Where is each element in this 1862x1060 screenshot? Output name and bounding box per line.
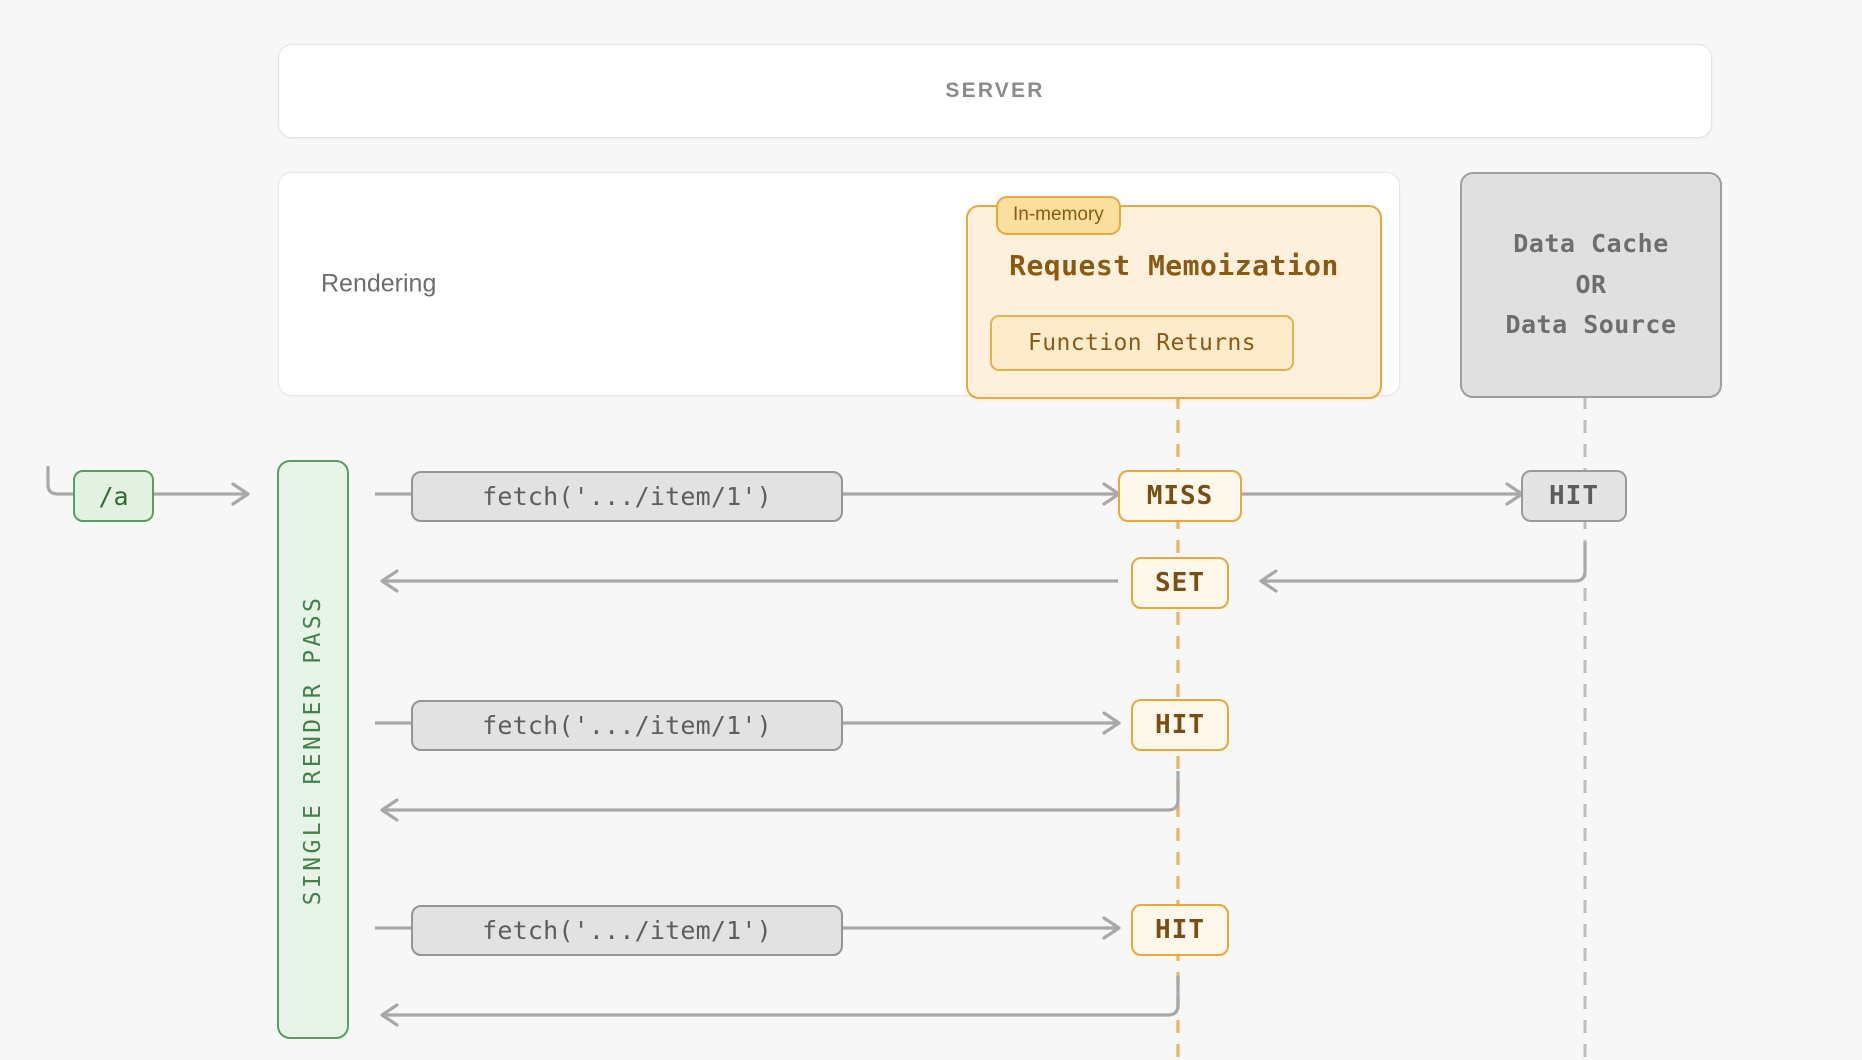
row1-arrowhead xyxy=(1102,482,1121,506)
row2-cache-return xyxy=(1262,542,1587,583)
in-memory-tag: In-memory xyxy=(996,196,1121,235)
entry-hook xyxy=(46,466,73,496)
row3-arrowhead xyxy=(1102,711,1121,735)
fetch-pill-row1: fetch('.../item/1') xyxy=(411,471,843,522)
data-cache-line1: Data Cache xyxy=(1513,229,1669,259)
rendering-label: Rendering xyxy=(321,269,437,298)
memo-status-row1-miss: MISS xyxy=(1118,470,1242,522)
data-cache-or-source-box: Data Cache OR Data Source xyxy=(1460,172,1722,398)
route-to-renderpass-arrowhead xyxy=(231,482,250,506)
row2-cache-return-arrowhead xyxy=(1259,569,1278,593)
memo-status-row3-hit: HIT xyxy=(1131,699,1229,751)
server-title: SERVER xyxy=(945,79,1045,102)
row2-return-arrowhead xyxy=(380,569,399,593)
row4-arrowhead xyxy=(1102,916,1121,940)
cache-status-row1-hit: HIT xyxy=(1521,470,1627,522)
row4-return xyxy=(383,976,1180,1017)
memoization-title: Request Memoization xyxy=(1009,249,1339,282)
function-returns-box: Function Returns xyxy=(990,315,1294,371)
row3-return-arrowhead xyxy=(380,798,399,822)
memo-status-row4-hit: HIT xyxy=(1131,904,1229,956)
data-cache-line2: OR xyxy=(1575,269,1607,299)
data-cache-line3: Data Source xyxy=(1505,310,1677,340)
single-render-pass-label: SINGLE RENDER PASS xyxy=(300,594,326,905)
row4-return-arrowhead xyxy=(380,1003,399,1027)
row3-return xyxy=(383,771,1180,812)
server-panel: SERVER xyxy=(278,44,1712,138)
row1-cache-arrowhead xyxy=(1505,482,1524,506)
fetch-pill-row4: fetch('.../item/1') xyxy=(411,905,843,956)
route-badge-a: /a xyxy=(73,470,154,522)
fetch-pill-row3: fetch('.../item/1') xyxy=(411,700,843,751)
request-memoization-box: Request Memoization Function Returns xyxy=(966,205,1382,399)
single-render-pass-bar: SINGLE RENDER PASS xyxy=(277,460,349,1039)
memo-status-row2-set: SET xyxy=(1131,557,1229,609)
